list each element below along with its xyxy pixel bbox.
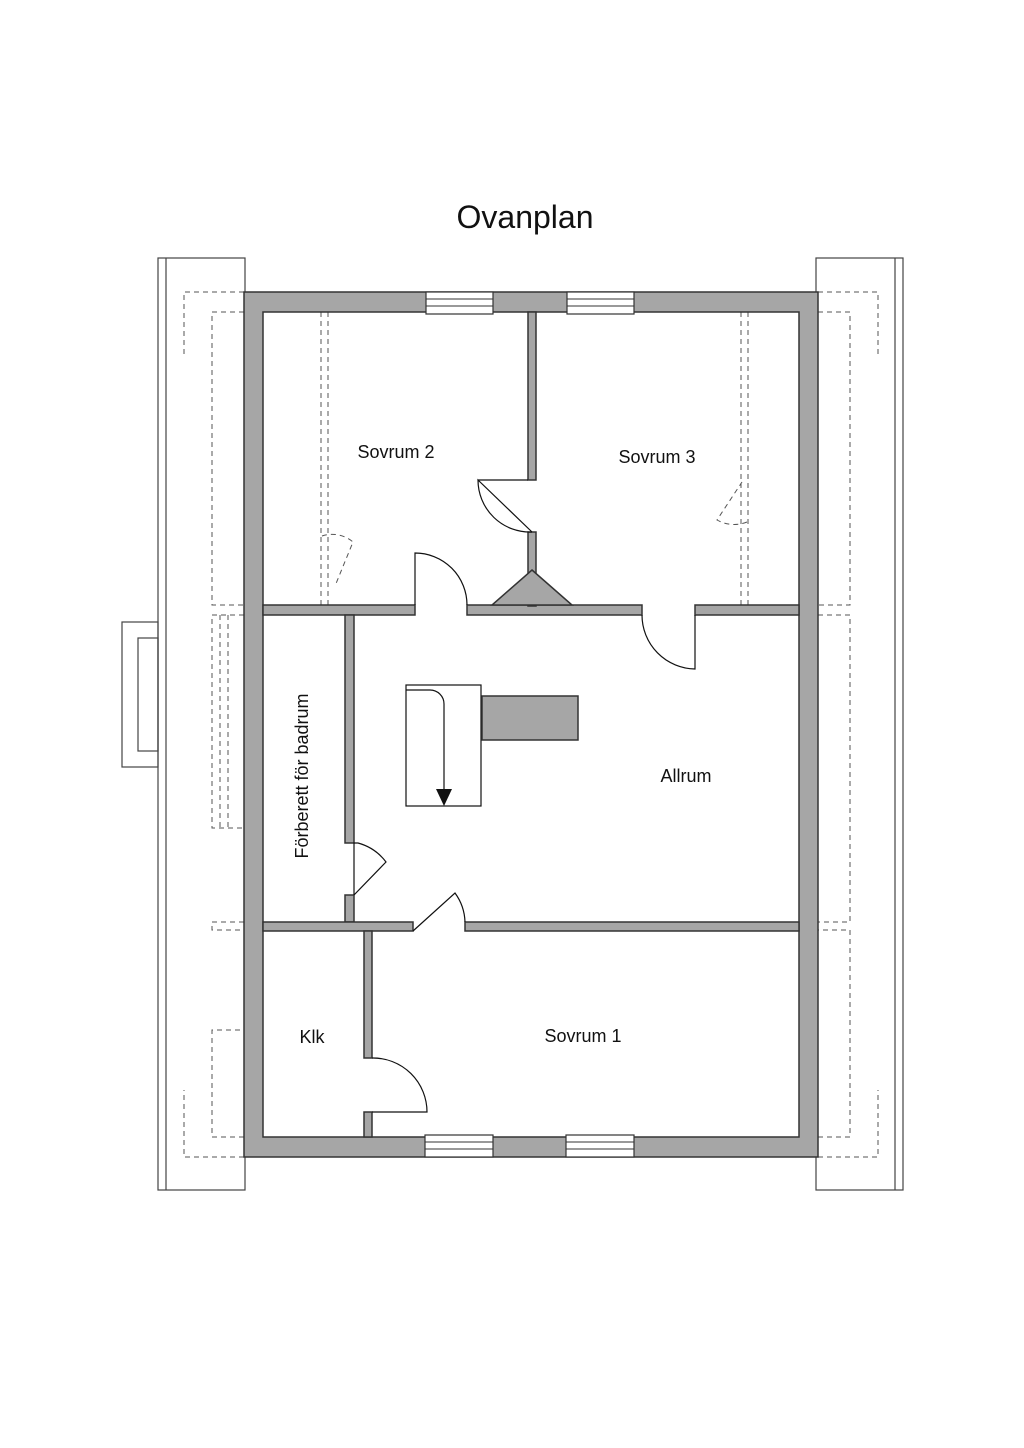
roof-slope-lines xyxy=(183,291,879,1158)
room-label-sovrum-1: Sovrum 1 xyxy=(544,1026,621,1046)
wall-closet-vertical-bottom xyxy=(363,1111,373,1138)
wall-upper-horizontal-1 xyxy=(262,604,416,616)
room-label-forberett-for-badrum: Förberett för badrum xyxy=(292,693,312,858)
wall-upper-horizontal-2 xyxy=(466,604,643,616)
roof-eave-right xyxy=(815,257,904,1191)
plan-title: Ovanplan xyxy=(457,199,594,235)
door-sovrum-2 xyxy=(414,552,468,606)
wall-bathroom-vertical-top xyxy=(344,614,355,844)
chimney-triangle xyxy=(490,569,574,606)
stair-arrow-icon xyxy=(436,789,452,806)
wall-upper-horizontal-3 xyxy=(694,604,800,616)
wall-lower-horizontal-1 xyxy=(262,921,414,932)
room-label-allrum: Allrum xyxy=(660,766,711,786)
door-sovrum-1 xyxy=(412,892,466,932)
door-klk xyxy=(371,1057,428,1113)
wall-bathroom-vertical-bottom xyxy=(344,894,355,923)
staircase xyxy=(405,684,482,807)
wall-bedroom-divider-top xyxy=(527,311,537,481)
door-bathroom xyxy=(353,842,387,896)
chimney-outline xyxy=(121,621,159,768)
wall-lower-horizontal-2 xyxy=(464,921,800,932)
doors xyxy=(353,478,696,1113)
door-sovrum-3 xyxy=(641,614,696,670)
door-sovrum-3-divider xyxy=(477,478,533,533)
window-top-left xyxy=(425,291,494,315)
wall-closet-vertical-top xyxy=(363,930,373,1059)
window-bottom-right xyxy=(565,1134,635,1158)
roof-eave-left xyxy=(157,257,246,1191)
chimney-block xyxy=(481,695,579,741)
window-top-right xyxy=(566,291,635,315)
windows xyxy=(424,291,635,1158)
room-label-sovrum-2: Sovrum 2 xyxy=(357,442,434,462)
room-label-sovrum-3: Sovrum 3 xyxy=(618,447,695,467)
window-bottom-left xyxy=(424,1134,494,1158)
room-label-klk: Klk xyxy=(299,1027,325,1047)
